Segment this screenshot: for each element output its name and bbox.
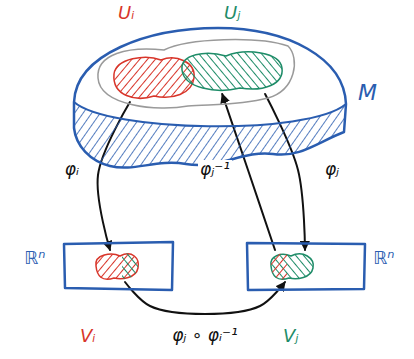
node-label: Vⱼ [283,326,298,347]
map-label: φᵢ [63,160,81,180]
chart-image: Vᵢ [92,250,142,282]
image-blob [271,254,313,279]
map-arrow [265,94,305,250]
map-label: φⱼ ∘ φᵢ⁻¹ [170,326,240,346]
space-rectangle [64,242,173,290]
domain-blob [182,52,282,90]
node-label: ℝⁿ [24,248,45,269]
map-label: φⱼ [323,160,341,180]
chart-domain: Uⱼ [176,46,286,94]
overlap-hatch [271,254,287,280]
euclidean-space: ℝⁿVᵢ [62,240,175,292]
manifold: MUᵢUⱼ [68,24,350,174]
image-blob [96,254,138,279]
chart-image: Vⱼ [267,250,317,282]
chart-domain-shape [176,46,286,94]
space-rectangle [247,243,365,290]
manifold-shape [68,24,350,174]
map-arrow [125,282,285,314]
chart-image-shape [267,250,317,282]
node-label: ℝⁿ [373,248,394,269]
chart-image-shape [92,250,142,282]
euclidean-space: ℝⁿVⱼ [245,240,367,292]
manifold-band [74,102,346,168]
node-label: M [358,80,377,105]
node-label: Uᵢ [118,3,134,24]
manifold-outline [74,28,346,168]
chart-overlap-outline [98,40,294,109]
overlap-hatch [122,253,138,278]
manifold-rim [74,102,346,126]
node-label: Uⱼ [224,3,240,24]
node-label: Vᵢ [80,326,96,347]
map-label: φⱼ⁻¹ [198,160,232,180]
